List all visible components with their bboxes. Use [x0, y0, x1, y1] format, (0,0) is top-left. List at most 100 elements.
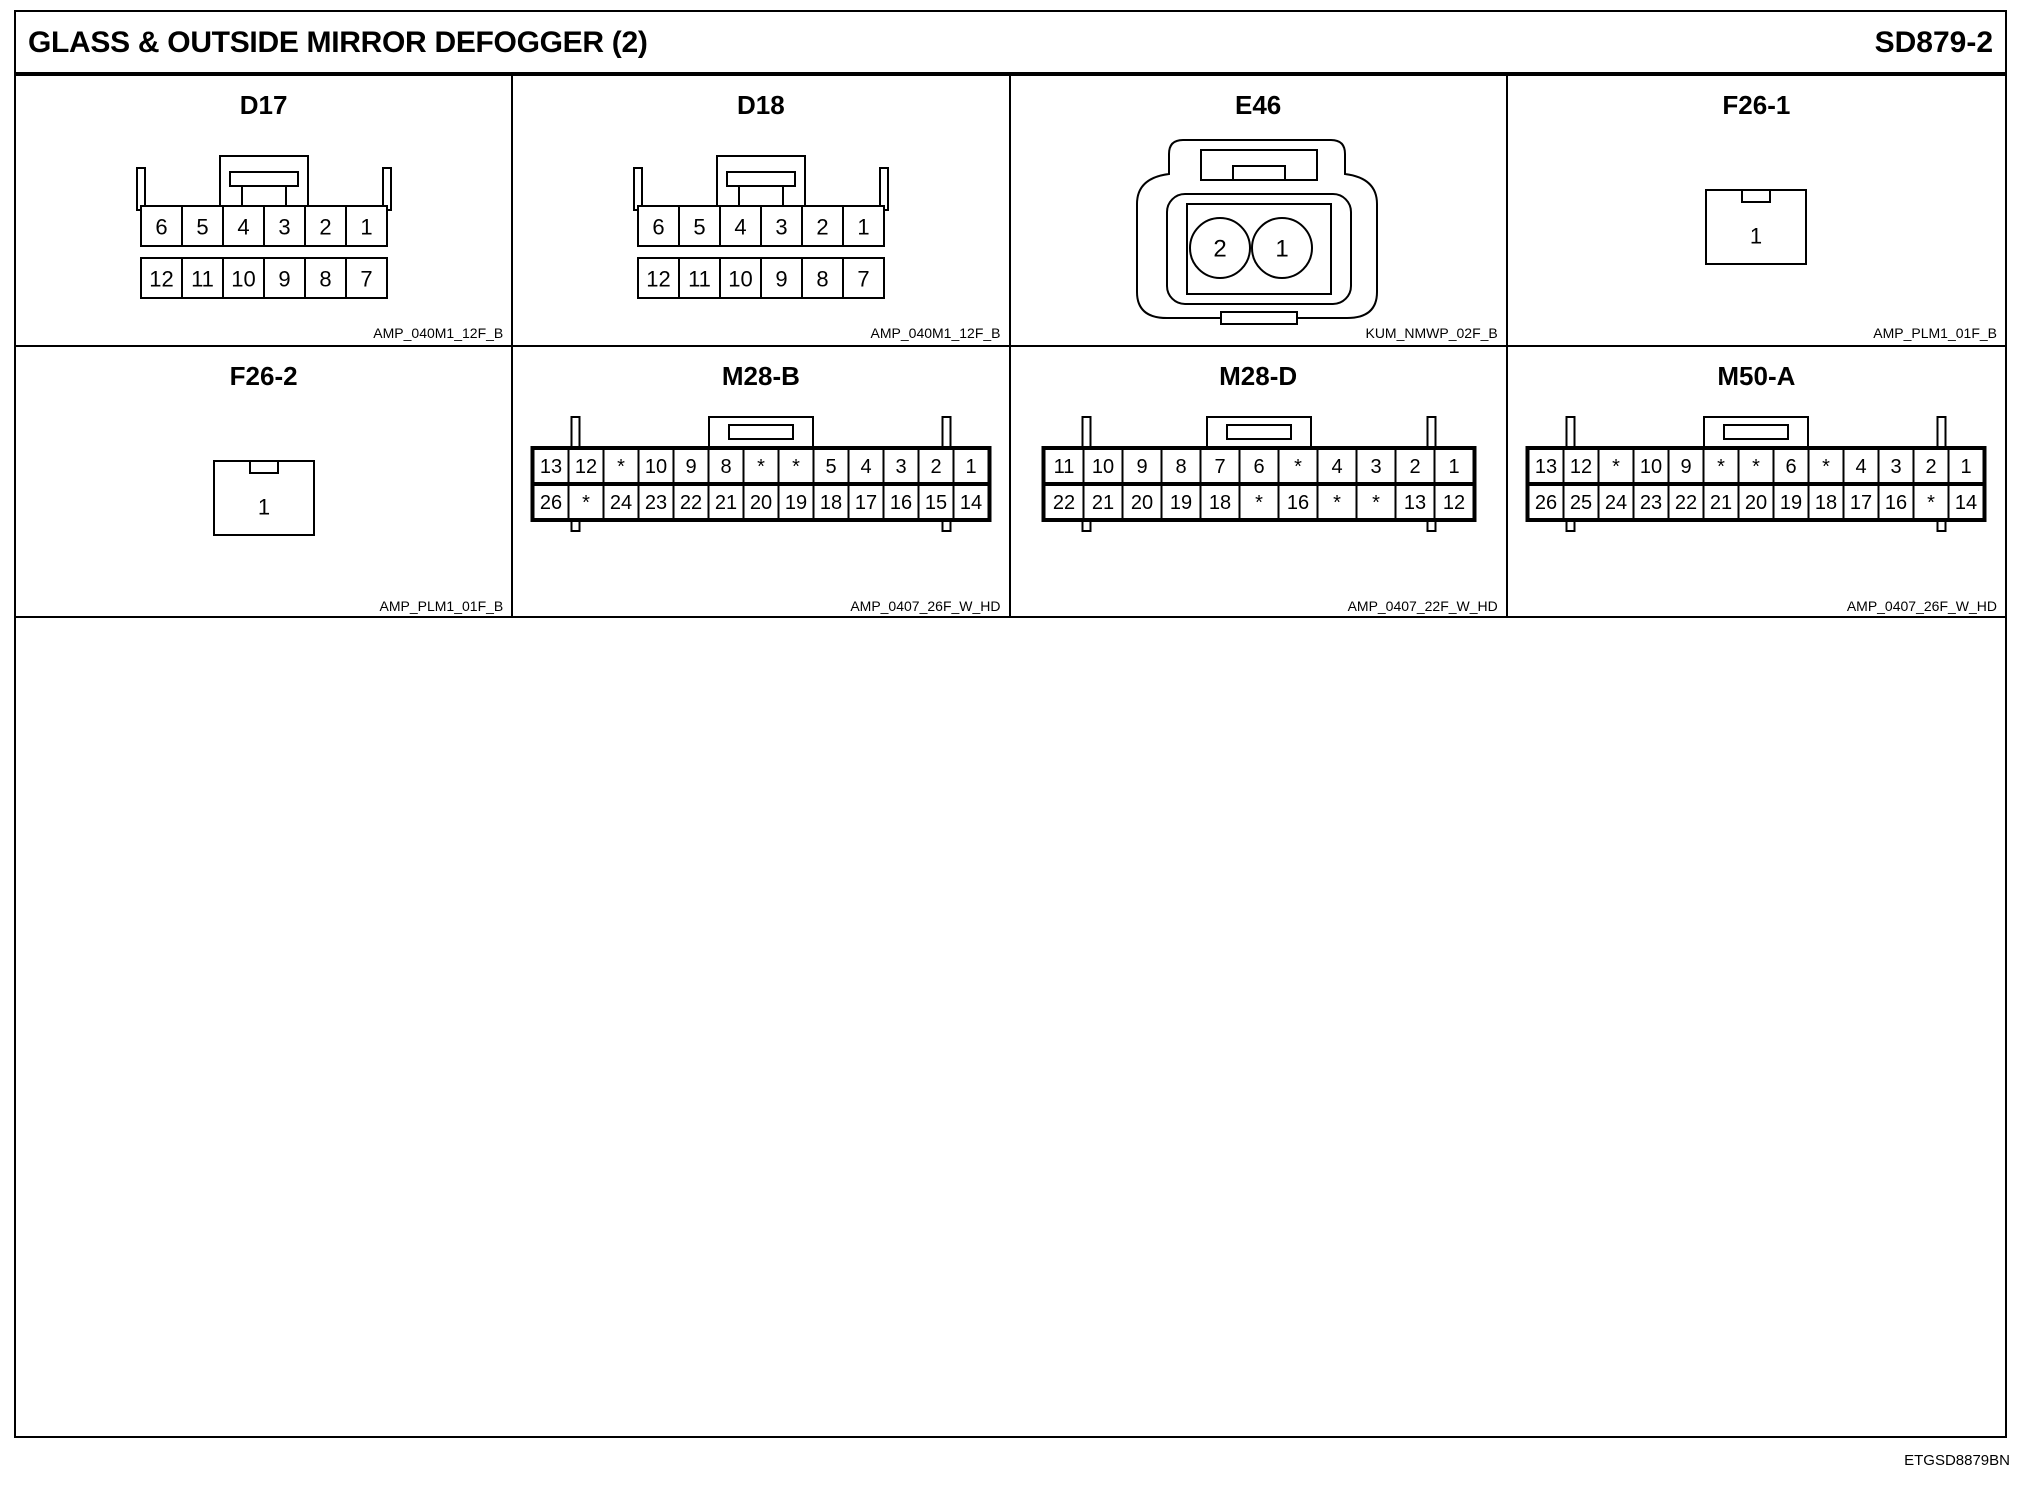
pin-cell	[672, 484, 710, 520]
pin-cell	[1632, 448, 1670, 484]
lock-tab-slot	[728, 424, 795, 440]
bottom-key	[941, 520, 952, 532]
pin-label: 18	[1208, 492, 1230, 514]
pin-label: 2	[1213, 236, 1226, 263]
connector-name: F26-1	[1722, 90, 1791, 120]
connector-part-number: AMP_0407_22F_W_HD	[1347, 598, 1498, 614]
pin-cell	[304, 257, 347, 299]
pin-label: 18	[1815, 492, 1837, 514]
pin-cell	[1433, 448, 1474, 484]
pin-cell	[1433, 484, 1474, 520]
latch-post	[633, 167, 644, 211]
pin-cell	[760, 257, 804, 299]
pin-label: 16	[1885, 492, 1907, 514]
lock-tab-slot	[726, 171, 797, 187]
pin-cell	[1912, 484, 1950, 520]
pin-cell	[719, 257, 763, 299]
bottom-key	[1426, 520, 1436, 532]
pin-cell	[602, 484, 640, 520]
pin-cell	[882, 484, 920, 520]
pin-label: 4	[1331, 456, 1342, 478]
pin-label: *	[1927, 492, 1935, 514]
pin-label: 1	[858, 215, 870, 240]
pin-label: 4	[735, 215, 747, 240]
pin-label: 9	[1680, 456, 1691, 478]
pin-label: 10	[729, 267, 753, 292]
pin-cell	[637, 448, 675, 484]
pin-cell	[181, 205, 224, 247]
pin-cell	[847, 448, 885, 484]
pin-cell	[707, 448, 745, 484]
pin-label: 6	[1253, 456, 1264, 478]
connector-part-number: AMP_040M1_12F_B	[373, 325, 504, 341]
pin-label: 19	[1780, 492, 1802, 514]
connector-part-number: AMP_PLM1_01F_B	[379, 598, 504, 614]
pin-label: 11	[688, 267, 711, 292]
pin-label: 11	[1053, 456, 1074, 478]
latch-post	[136, 167, 146, 211]
latch-post	[570, 416, 581, 448]
header-bar: GLASS & OUTSIDE MIRROR DEFOGGER (2) SD87…	[16, 12, 2005, 76]
pin-cell	[345, 257, 388, 299]
pin-cell	[952, 448, 990, 484]
pin-label: 1	[966, 456, 977, 478]
pin-cell	[812, 448, 850, 484]
pin-label: 24	[610, 492, 632, 514]
pin-cell	[742, 448, 780, 484]
connector-drawing: 1	[213, 460, 315, 536]
pin-cell	[1772, 448, 1810, 484]
latch-post	[879, 167, 890, 211]
pin-label: 21	[1091, 492, 1113, 514]
latch-post	[1565, 416, 1576, 448]
pin-cell	[1667, 484, 1705, 520]
pin-label: 22	[1675, 492, 1697, 514]
pin-cell	[1597, 484, 1635, 520]
pin-label: 9	[278, 267, 290, 292]
pin-label: 14	[1955, 492, 1977, 514]
pin-label: 2	[1925, 456, 1936, 478]
pin-label: 21	[1710, 492, 1732, 514]
pin-label: 12	[647, 267, 671, 292]
connector-drawing: 1	[1704, 189, 1807, 265]
pin-cell	[1043, 484, 1084, 520]
pin-cell	[1527, 484, 1565, 520]
pin-cell	[1562, 484, 1600, 520]
pin-cell	[1394, 484, 1435, 520]
pin-label: 16	[1286, 492, 1308, 514]
pin-label: 23	[1640, 492, 1662, 514]
pin-label: 12	[575, 456, 597, 478]
latch-post	[382, 167, 392, 211]
pin-label: 20	[1745, 492, 1767, 514]
pin-cell	[637, 484, 675, 520]
pin-label: 11	[191, 267, 214, 292]
pin-cell	[1702, 484, 1740, 520]
pin-cell	[917, 448, 955, 484]
lock-tab-slot	[1225, 424, 1292, 440]
pin-cell	[222, 257, 265, 299]
pin-label: 8	[1175, 456, 1186, 478]
pin-label: 10	[645, 456, 667, 478]
pin-label: 1	[1750, 224, 1762, 249]
pin-label: 2	[817, 215, 829, 240]
pin-cell	[1807, 448, 1845, 484]
pin-cell	[1842, 484, 1880, 520]
lock-tab	[1205, 416, 1312, 448]
connector-part-number: AMP_040M1_12F_B	[870, 325, 1001, 341]
pin-label: 23	[645, 492, 667, 514]
round-pin	[1188, 217, 1251, 279]
bottom-key	[570, 520, 581, 532]
pin-label: 1	[1448, 456, 1459, 478]
pin-label: 26	[540, 492, 562, 514]
pin-label: 9	[686, 456, 697, 478]
pin-cell	[1877, 448, 1915, 484]
lock-tab-key	[241, 185, 287, 207]
pin-cell	[1355, 448, 1396, 484]
pin-label: 12	[149, 267, 173, 292]
pin-label: 2	[1409, 456, 1420, 478]
connector-cell: F26-1 1 AMP_PLM1_01F_B	[1507, 76, 2005, 347]
pin-label: 17	[855, 492, 877, 514]
